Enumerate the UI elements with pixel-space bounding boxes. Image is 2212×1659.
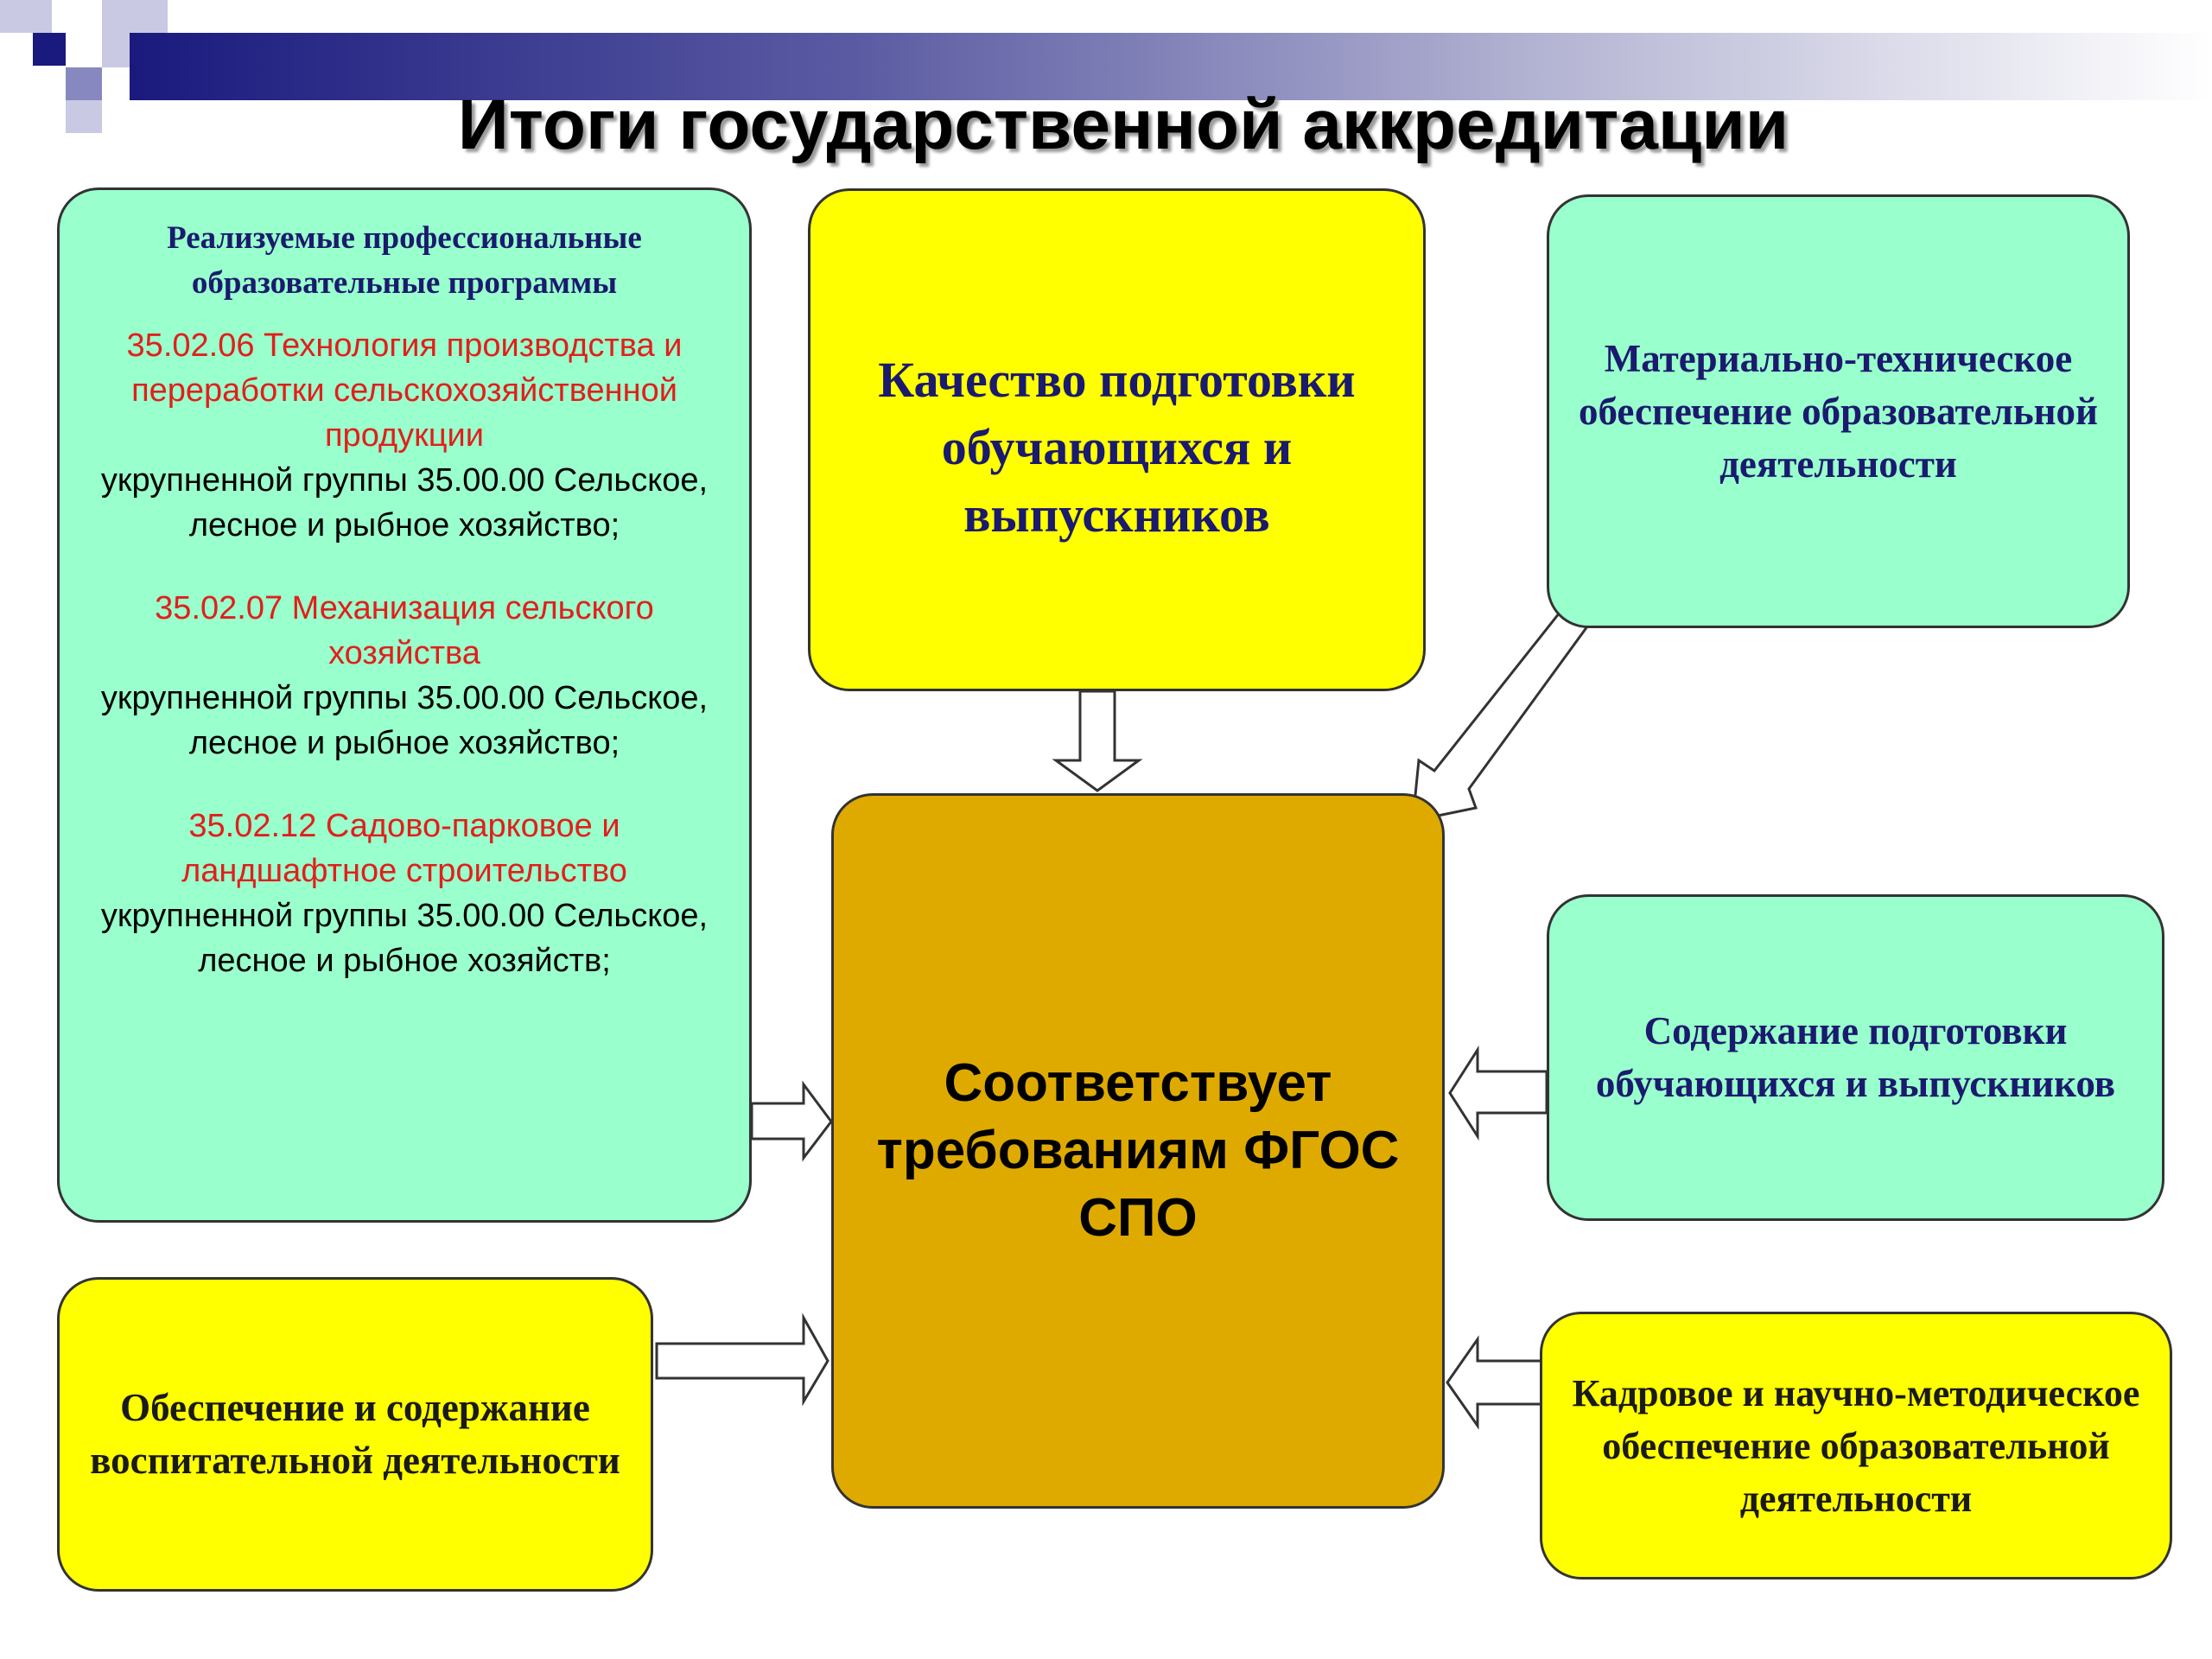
arrow-quality-to-center bbox=[1052, 690, 1143, 792]
arrow-staff-to-center bbox=[1446, 1335, 1544, 1430]
quality-text: Качество подготовки обучающихся и выпуск… bbox=[878, 352, 1356, 543]
header-gradient-bar bbox=[130, 33, 2212, 100]
education-box: Обеспечение и содержание воспитательной … bbox=[57, 1277, 653, 1592]
program-title: 35.02.07 Механизация сельского хозяйства bbox=[155, 590, 654, 671]
content-box: Содержание подготовки обучающихся и выпу… bbox=[1547, 894, 2164, 1221]
material-text: Материально-техническое обеспечение обра… bbox=[1579, 336, 2098, 486]
corner-square-dark bbox=[33, 33, 66, 66]
page-title: Итоги государственной аккредитации bbox=[457, 86, 1789, 164]
arrow-education-to-center bbox=[655, 1313, 830, 1407]
quality-box: Качество подготовки обучающихся и выпуск… bbox=[808, 188, 1426, 691]
program-title: 35.02.06 Технология производства и перер… bbox=[126, 327, 683, 454]
center-text: Соответствует требованиям ФГОС СПО bbox=[876, 1053, 1400, 1248]
education-text: Обеспечение и содержание воспитательной … bbox=[90, 1386, 620, 1482]
program-item: 35.02.07 Механизация сельского хозяйства… bbox=[80, 586, 728, 766]
center-box: Соответствует требованиям ФГОС СПО bbox=[831, 793, 1445, 1509]
corner-square-light bbox=[0, 0, 52, 33]
programs-heading: Реализуемые профессиональные образовател… bbox=[167, 220, 642, 301]
material-box: Материально-техническое обеспечение обра… bbox=[1547, 194, 2130, 628]
program-title: 35.02.12 Садово-парковое и ландшафтное с… bbox=[181, 808, 627, 889]
corner-square-mid bbox=[66, 67, 102, 100]
program-group: укрупненной группы 35.00.00 Сельское, ле… bbox=[100, 462, 709, 543]
program-group: укрупненной группы 35.00.00 Сельское, ле… bbox=[100, 898, 709, 979]
programs-box: Реализуемые профессиональные образовател… bbox=[57, 188, 752, 1223]
program-item: 35.02.06 Технология производства и перер… bbox=[80, 323, 728, 548]
arrow-programs-to-center bbox=[750, 1080, 833, 1162]
program-group: укрупненной группы 35.00.00 Сельское, ле… bbox=[100, 680, 709, 761]
corner-square-light bbox=[66, 100, 102, 133]
staff-box: Кадровое и научно-методическое обеспечен… bbox=[1540, 1312, 2172, 1580]
staff-text: Кадровое и научно-методическое обеспечен… bbox=[1572, 1371, 2140, 1520]
arrow-material-to-center bbox=[1411, 594, 1599, 823]
arrow-content-to-center bbox=[1448, 1045, 1548, 1141]
program-item: 35.02.12 Садово-парковое и ландшафтное с… bbox=[80, 804, 728, 983]
content-text: Содержание подготовки обучающихся и выпу… bbox=[1595, 1009, 2116, 1105]
